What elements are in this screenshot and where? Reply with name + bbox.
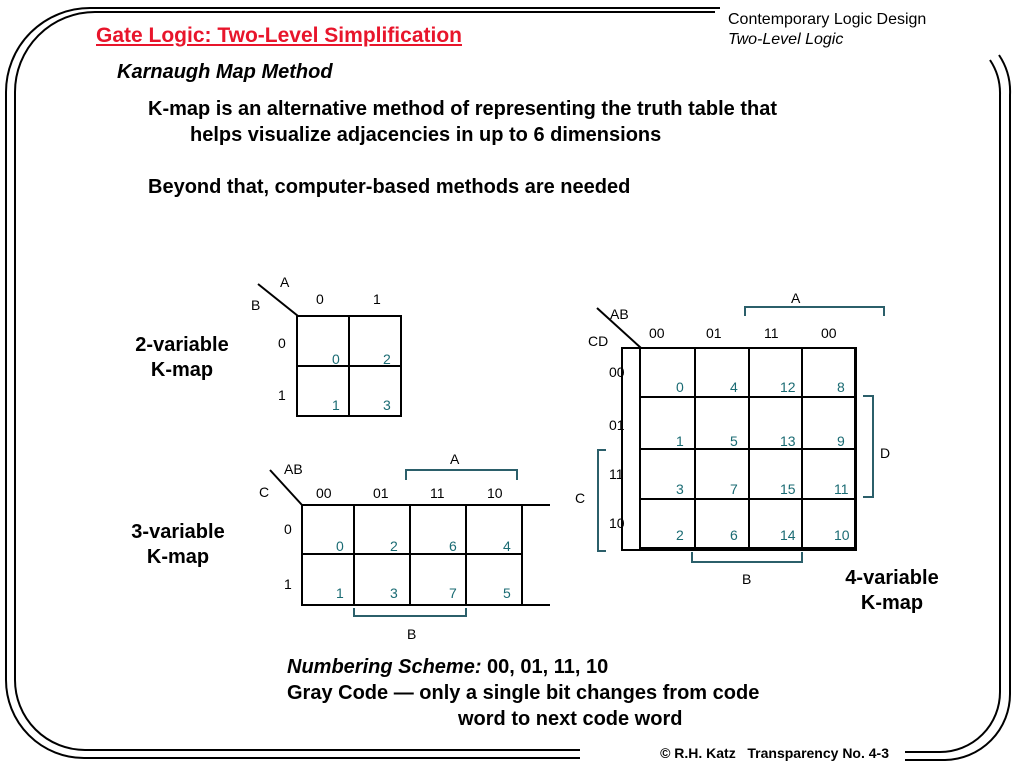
kmap4-label-line2: K-map [860, 592, 924, 614]
kmap4-cell: 3 [676, 481, 684, 497]
kmap3-cell: 1 [336, 585, 344, 601]
kmap2-col-1: 1 [373, 291, 381, 307]
numbering-line-3: word to next code word [458, 708, 683, 730]
kmap4-cell: 6 [730, 527, 738, 543]
kmap3-bracket-a: A [450, 451, 460, 467]
paragraph-line-2: helps visualize adjacencies in up to 6 d… [190, 124, 662, 146]
kmap4-bracket-d: D [880, 445, 891, 461]
kmap4-cell: 4 [730, 379, 738, 395]
kmap3-row-0: 0 [284, 521, 292, 537]
kmap4-row-01: 01 [609, 417, 625, 433]
kmap4-cell: 5 [730, 433, 738, 449]
kmap3-var-c: C [259, 484, 270, 500]
kmap4-box [621, 347, 857, 551]
kmap4-cell: 12 [780, 379, 796, 395]
paragraph-line-1: K-map is an alternative method of repres… [148, 98, 777, 120]
numbering-line-2: Gray Code — only a single bit changes fr… [287, 682, 760, 704]
kmap4-bracket-c: C [575, 490, 586, 506]
kmap3-box [301, 504, 523, 606]
course-header: Contemporary Logic Design Two-Level Logi… [728, 10, 926, 50]
kmap2-cell: 3 [383, 397, 391, 413]
kmap4-var-cd: CD [588, 333, 609, 349]
kmap4-cell: 2 [676, 527, 684, 543]
kmap4-row-10: 10 [609, 515, 625, 531]
kmap2-row-1: 1 [278, 387, 286, 403]
kmap4-label-line1: 4-variable [845, 567, 939, 589]
kmap3-col-10: 10 [487, 485, 503, 501]
kmap3-cell: 0 [336, 538, 344, 554]
kmap4-cell: 8 [837, 379, 845, 395]
kmap2-cell: 0 [332, 351, 340, 367]
kmap4-col-00: 00 [649, 325, 665, 341]
numbering-value: 00, 01, 11, 10 [481, 656, 609, 678]
kmap4-bracket-a: A [791, 290, 801, 306]
kmap4-var-ab: AB [610, 306, 629, 322]
kmap2-cell: 2 [383, 351, 391, 367]
kmap3-label-line1: 3-variable [131, 521, 225, 543]
kmap4-cell: 11 [834, 481, 849, 497]
kmap4-col-01: 01 [706, 325, 722, 341]
kmap2-row-0: 0 [278, 335, 286, 351]
kmap4-col-10: 00 [821, 325, 837, 341]
kmap4-cell: 13 [780, 433, 796, 449]
numbering-label: Numbering Scheme: [287, 656, 482, 678]
kmap3-var-ab: AB [284, 461, 303, 477]
kmap2-col-0: 0 [316, 291, 324, 307]
paragraph-beyond: Beyond that, computer-based methods are … [148, 176, 631, 198]
kmap4-cell: 15 [780, 481, 796, 497]
kmap2-cell: 1 [332, 397, 340, 413]
kmap4-col-11: 11 [764, 325, 779, 341]
kmap3-label-line2: K-map [146, 546, 210, 568]
kmap4-cell: 7 [730, 481, 738, 497]
kmap3-cell: 7 [449, 585, 457, 601]
slide-footer: © R.H. Katz Transparency No. 4-3 [660, 745, 889, 761]
kmap2-label-line2: K-map [150, 359, 214, 381]
kmap4-label: 4-variable K-map [822, 566, 962, 616]
kmap3-col-11: 11 [430, 485, 445, 501]
kmap2-grid [257, 283, 402, 417]
course-name: Contemporary Logic Design [728, 11, 927, 28]
numbering-line-1: Numbering Scheme: 00, 01, 11, 10 [287, 654, 608, 680]
kmap2-label-line1: 2-variable [135, 334, 229, 356]
kmap3-bracket-b: B [407, 626, 417, 642]
kmap3-cell: 5 [503, 585, 511, 601]
kmap4-grid [596, 306, 885, 563]
kmap4-cell: 10 [834, 527, 850, 543]
kmap4-cell: 0 [676, 379, 684, 395]
kmap4-row-11: 11 [609, 466, 624, 482]
kmap3-cell: 4 [503, 538, 511, 554]
kmap2-label: 2-variable K-map [112, 333, 252, 383]
kmap4-bracket-b: B [742, 571, 752, 587]
kmap3-col-01: 01 [373, 485, 389, 501]
kmap4-cell: 9 [837, 433, 845, 449]
kmap3-label: 3-variable K-map [108, 520, 248, 570]
slide-title: Gate Logic: Two-Level Simplification [96, 24, 462, 47]
kmap2-var-b: B [251, 297, 261, 313]
kmap3-col-00: 00 [316, 485, 332, 501]
kmap3-cell: 6 [449, 538, 457, 554]
kmap3-cell: 3 [390, 585, 398, 601]
kmap3-cell: 2 [390, 538, 398, 554]
kmap4-row-00: 00 [609, 364, 625, 380]
chapter-name: Two-Level Logic [728, 31, 844, 48]
kmap4-cell: 14 [780, 527, 796, 543]
section-subheading: Karnaugh Map Method [117, 61, 333, 83]
kmap2-var-a: A [280, 274, 290, 290]
kmap4-cell: 1 [676, 433, 684, 449]
kmap3-row-1: 1 [284, 576, 292, 592]
